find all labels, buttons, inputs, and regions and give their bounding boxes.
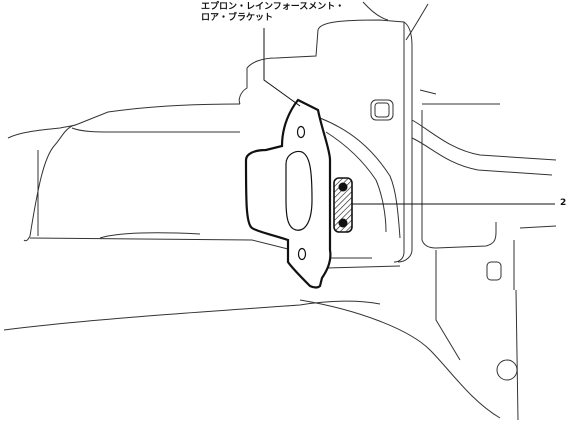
part-name-line1: エプロン・レインフォースメント・ [201,2,345,12]
lower-sweep-top [3,300,381,331]
body-structure-lines [3,1,557,421]
upper-tower-outline [238,19,413,263]
lower-right-rail [513,225,557,421]
fender-outline [7,103,241,139]
part-name-line2: ロア・ブラケット [201,13,274,23]
right-panel-lower [421,110,497,249]
upper-tower-inner [393,22,405,263]
mid-structure-curve [319,117,401,239]
bracket-emboss [285,150,313,231]
lower-right-upright [435,250,461,361]
tower-slot [370,99,394,121]
right-panel-outline [411,119,557,176]
mid-structure-curve2 [325,131,387,233]
lower-right-slot [486,261,502,281]
fender-lower [29,150,293,251]
lower-sweep-bottom [299,299,501,419]
top-curve-right [405,3,429,41]
fender-inner-curve [23,125,73,242]
bracket-outline [244,98,332,289]
callout-number-2: 2 [560,198,567,208]
leader-lines [263,28,555,205]
part-name-label: エプロン・レインフォースメント・ ロア・ブラケット [201,2,344,24]
hatched-mount-area [333,177,353,233]
right-panel-edge [419,89,500,105]
mid-lower-edge [325,257,401,269]
bracket-top-hole [296,125,306,139]
apron-reinforcement-lower-bracket [244,98,332,289]
fender-panel [71,127,240,133]
bolt-lower [338,218,348,228]
fender-lower-line [99,232,201,239]
tower-slot-inner [374,102,390,118]
hatched-area [333,177,353,233]
top-curve-left [362,1,389,21]
leader-part-name [263,28,301,107]
bracket-bottom-hole [297,247,307,261]
bolt-upper [338,182,348,192]
lower-right-hole [496,359,518,381]
